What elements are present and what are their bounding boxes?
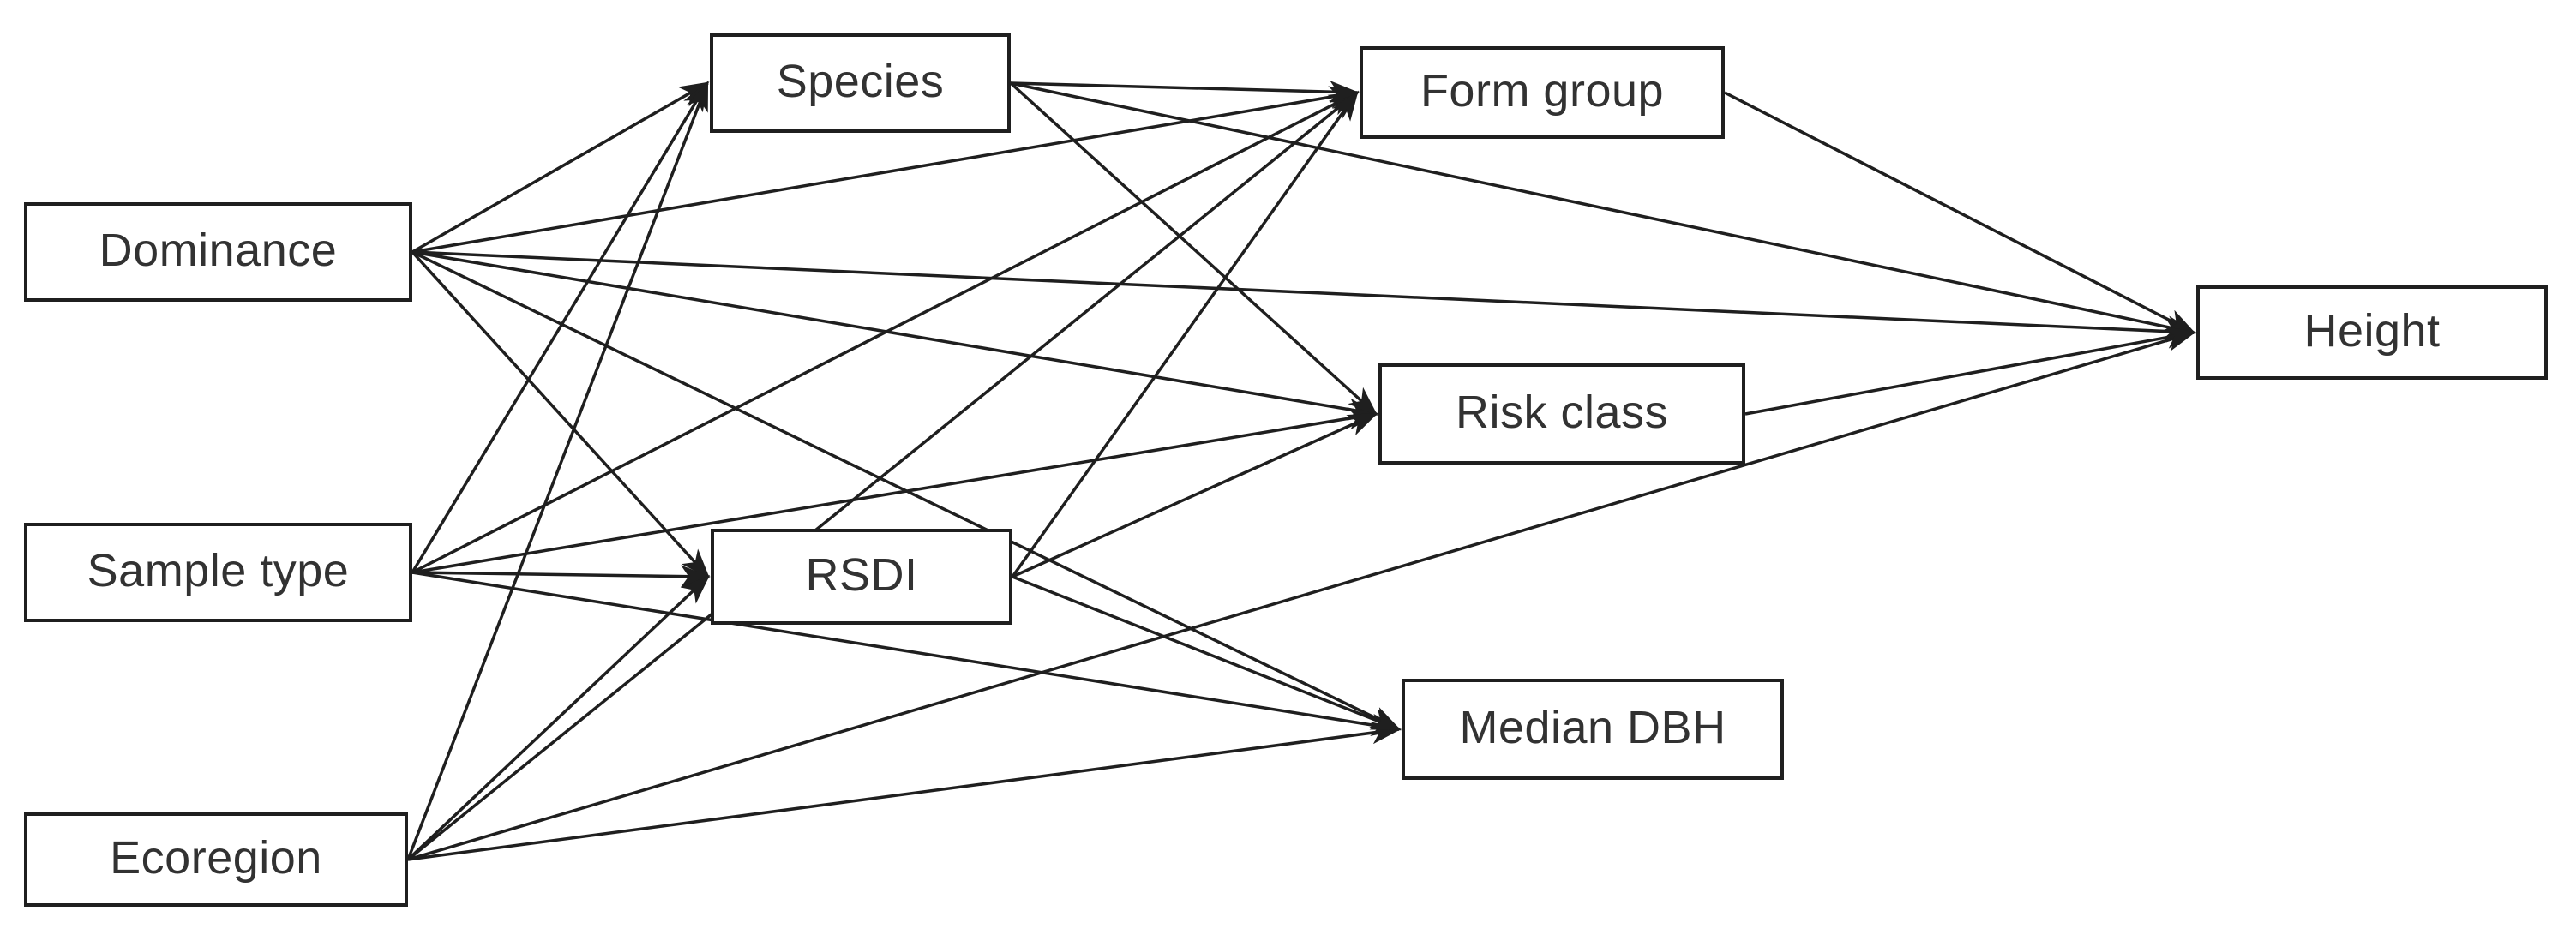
- node-label-sample-type: Sample type: [87, 545, 350, 596]
- edge-sample-type-to-form-group: [411, 91, 1360, 574]
- edge-ecoregion-to-form-group: [406, 91, 1360, 861]
- edge-species-to-risk-class: [1009, 81, 1378, 416]
- edge-sample-type-to-species: [411, 81, 709, 573]
- edge-dominance-to-form-group: [411, 86, 1360, 254]
- node-label-median-dbh: Median DBH: [1459, 702, 1726, 753]
- node-label-dominance: Dominance: [99, 225, 338, 276]
- edge-sample-type-to-median-dbh: [411, 571, 1402, 736]
- node-height: Height: [2196, 285, 2548, 380]
- edge-risk-class-to-height: [1744, 326, 2196, 416]
- edge-ecoregion-to-species: [406, 81, 709, 860]
- edge-sample-type-to-risk-class: [411, 407, 1378, 574]
- node-median-dbh: Median DBH: [1402, 679, 1784, 780]
- node-label-rsdi: RSDI: [805, 549, 918, 601]
- node-label-risk-class: Risk class: [1455, 387, 1669, 438]
- edge-species-to-form-group: [1010, 81, 1360, 104]
- edge-dominance-to-height: [411, 250, 2196, 343]
- node-label-form-group: Form group: [1420, 65, 1665, 117]
- edge-dominance-to-rsdi: [411, 250, 710, 579]
- node-label-species: Species: [776, 56, 945, 107]
- edge-ecoregion-to-rsdi: [406, 574, 711, 861]
- edge-ecoregion-to-median-dbh: [407, 722, 1402, 861]
- node-species: Species: [710, 33, 1011, 133]
- node-label-ecoregion: Ecoregion: [110, 832, 322, 884]
- edges-group: [406, 81, 2196, 861]
- edge-rsdi-to-median-dbh: [1012, 575, 1402, 731]
- edge-sample-type-to-rsdi: [411, 565, 711, 588]
- edge-rsdi-to-risk-class: [1012, 412, 1378, 578]
- node-label-height: Height: [2303, 305, 2441, 357]
- edge-species-to-height: [1010, 81, 2196, 339]
- node-sample-type: Sample type: [24, 523, 412, 622]
- edge-form-group-to-height: [1724, 91, 2196, 334]
- edge-rsdi-to-form-group: [1011, 90, 1359, 578]
- edge-ecoregion-to-height: [407, 329, 2196, 861]
- node-ecoregion: Ecoregion: [24, 812, 408, 907]
- edge-dominance-to-species: [411, 81, 710, 254]
- node-dominance: Dominance: [24, 202, 412, 302]
- node-rsdi: RSDI: [711, 529, 1012, 625]
- node-form-group: Form group: [1360, 46, 1725, 139]
- node-risk-class: Risk class: [1378, 363, 1745, 465]
- edge-dominance-to-risk-class: [411, 250, 1378, 421]
